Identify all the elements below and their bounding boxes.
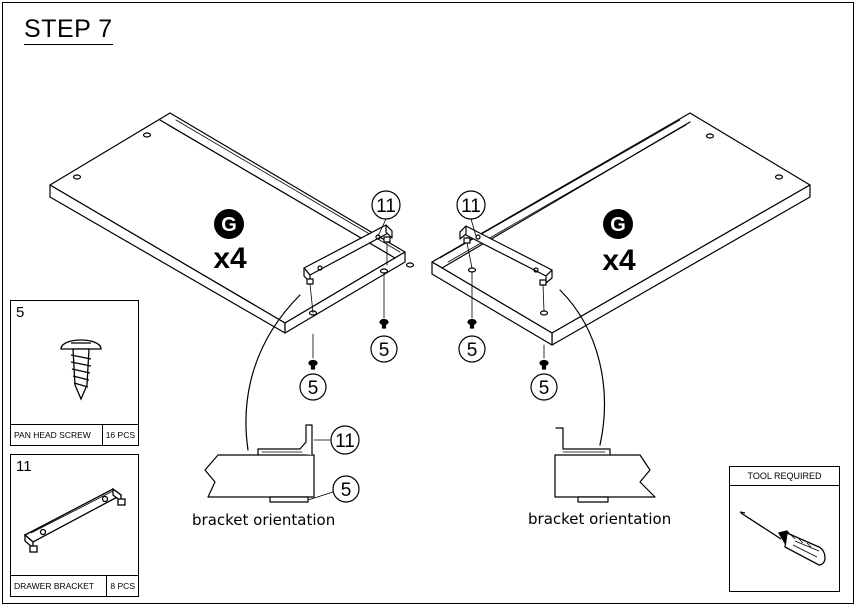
zoom-arc-right <box>559 289 605 446</box>
quantity-multiplier-right: x4 <box>602 244 636 277</box>
part-letter-left: G <box>221 214 237 236</box>
callout-label: 5 <box>467 340 478 361</box>
part-box-bracket: 11 DRAWER BRACKET 8 PCS <box>10 454 139 597</box>
part-letter-right: G <box>610 214 626 236</box>
callout-screw-2 <box>299 373 327 401</box>
quantity-multiplier-left: x4 <box>213 242 247 275</box>
callout-bracket-right <box>456 190 486 237</box>
drawer-bracket-icon <box>23 487 126 553</box>
part-name: DRAWER BRACKET <box>14 581 94 591</box>
part-box-screw: 5 PAN HEAD SCREW 16 PCS <box>10 300 139 446</box>
screw-glyphs <box>308 318 549 370</box>
part-badge-left <box>214 209 244 239</box>
step-title: STEP 7 <box>24 15 113 45</box>
part-qty: 8 PCS <box>106 576 138 596</box>
callout-bracket-detail <box>313 425 360 455</box>
callout-label: 11 <box>461 196 481 217</box>
part-number: 11 <box>16 458 32 475</box>
callout-label: 11 <box>335 431 355 452</box>
callout-screw-1 <box>370 335 398 363</box>
right-detail-drawing <box>554 427 656 503</box>
part-number: 5 <box>16 304 25 321</box>
callout-screw-detail <box>307 475 360 503</box>
right-bracket-drawing <box>459 225 553 286</box>
caption-right: bracket orientation <box>528 510 671 528</box>
callout-screw-3 <box>458 335 486 363</box>
part-footer: PAN HEAD SCREW 16 PCS <box>11 424 138 445</box>
pan-head-screw-icon <box>60 339 102 401</box>
part-footer: DRAWER BRACKET 8 PCS <box>11 575 138 596</box>
screwdriver-icon <box>739 511 826 566</box>
left-detail-drawing <box>204 424 315 503</box>
part-badge-right <box>603 209 633 239</box>
callout-label: 5 <box>539 378 550 399</box>
callout-label: 5 <box>379 340 390 361</box>
callout-screw-4 <box>530 373 558 401</box>
callout-label: 5 <box>341 480 352 501</box>
tool-required-header: TOOL REQUIRED <box>730 467 839 486</box>
callout-label: 5 <box>308 378 319 399</box>
insertion-lines <box>309 241 545 359</box>
zoom-arc-left <box>245 294 301 451</box>
part-qty: 16 PCS <box>101 425 138 445</box>
part-name: PAN HEAD SCREW <box>14 430 91 440</box>
callout-bracket-left <box>371 190 401 237</box>
callout-label: 11 <box>376 196 396 217</box>
caption-left: bracket orientation <box>192 511 335 529</box>
tool-required-box: TOOL REQUIRED <box>729 466 840 592</box>
